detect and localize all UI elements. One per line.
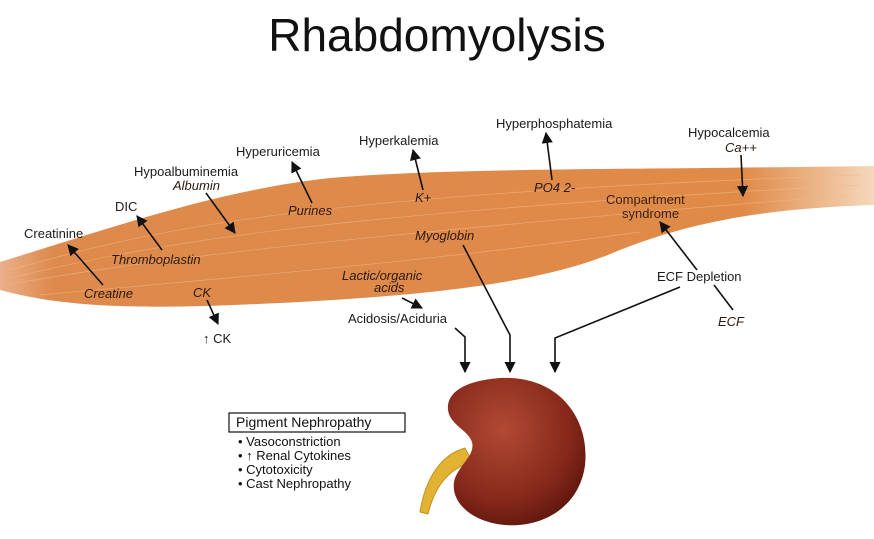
pigment-item: • Vasoconstriction	[238, 434, 341, 449]
kidney	[447, 377, 586, 526]
label-ecf: ECF	[718, 314, 745, 329]
label-thromboplastin: Thromboplastin	[111, 252, 201, 267]
label-acidosis: Acidosis/Aciduria	[348, 311, 448, 326]
label-albumin: Albumin	[172, 178, 220, 193]
label-lactic: Lactic/organic	[342, 268, 423, 283]
label-hyperkalemia: Hyperkalemia	[359, 133, 439, 148]
label-creatinine: Creatinine	[24, 226, 83, 241]
pigment-item: • Cytotoxicity	[238, 462, 313, 477]
label-calcium: Ca++	[725, 140, 757, 155]
arrows	[67, 131, 749, 374]
label-hyperphosphatemia: Hyperphosphatemia	[496, 116, 613, 131]
label-hypoalbuminemia: Hypoalbuminemia	[134, 164, 239, 179]
label-myoglobin: Myoglobin	[415, 228, 474, 243]
label-purines: Purines	[288, 203, 333, 218]
label-ck-up: ↑ CK	[203, 331, 232, 346]
page-title: Rhabdomyolysis	[268, 9, 606, 61]
label-syndrome: syndrome	[622, 206, 679, 221]
label-potassium: K+	[415, 190, 432, 205]
label-compartment: Compartment	[606, 192, 685, 207]
label-creatine: Creatine	[84, 286, 133, 301]
ureter	[419, 447, 473, 515]
label-ecf-depletion: ECF Depletion	[657, 269, 742, 284]
label-hyperuricemia: Hyperuricemia	[236, 144, 321, 159]
pigment-box-title: Pigment Nephropathy	[236, 414, 371, 430]
pigment-item: • ↑ Renal Cytokines	[238, 448, 351, 463]
label-dic: DIC	[115, 199, 137, 214]
pigment-item: • Cast Nephropathy	[238, 476, 351, 491]
muscle-fiber	[0, 166, 874, 307]
pigment-nephropathy-box: Pigment Nephropathy • Vasoconstriction •…	[228, 412, 406, 491]
label-phosphate: PO4 2-	[534, 180, 576, 195]
label-ck: CK	[193, 285, 212, 300]
label-hypocalcemia: Hypocalcemia	[688, 125, 770, 140]
label-acids: acids	[374, 280, 405, 295]
